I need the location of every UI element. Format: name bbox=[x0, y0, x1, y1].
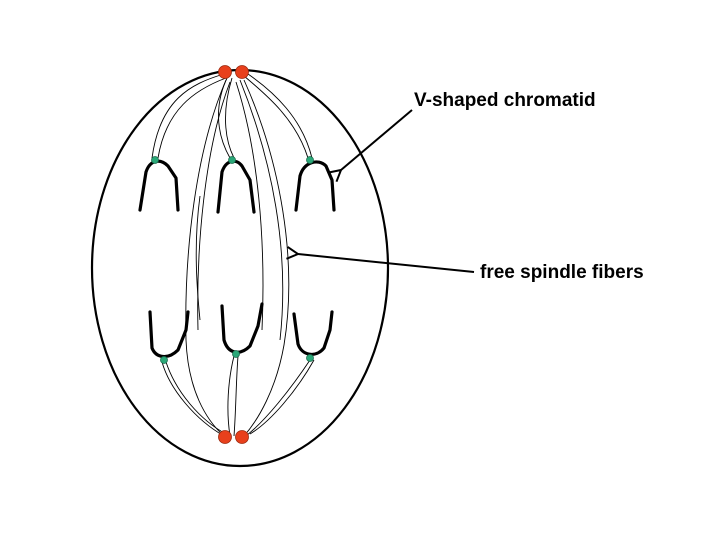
centriole-bottom-right bbox=[235, 430, 249, 444]
cell-outline bbox=[90, 68, 390, 468]
top-chromatids bbox=[138, 159, 336, 214]
centromere-top-left bbox=[151, 156, 159, 164]
centromere-bottom-middle bbox=[232, 350, 240, 358]
chromatid-top-left bbox=[138, 159, 180, 212]
chromatid-bottom-middle bbox=[220, 302, 264, 354]
annotation-arrows bbox=[298, 109, 475, 273]
chromatid-bottom-left bbox=[148, 310, 190, 359]
centromeres bbox=[151, 156, 314, 364]
chromatid-arrow bbox=[341, 109, 413, 170]
spindle-fibers-arrow bbox=[298, 254, 475, 273]
chromatid-top-right bbox=[294, 160, 336, 212]
spindle-fibers bbox=[151, 73, 315, 437]
chromatid-bottom-right bbox=[292, 310, 334, 356]
centrioles bbox=[218, 65, 249, 444]
centromere-top-middle bbox=[228, 156, 236, 164]
centriole-top-left bbox=[218, 65, 232, 79]
centromere-bottom-left bbox=[160, 356, 168, 364]
centriole-bottom-left bbox=[218, 430, 232, 444]
chromatid-top-middle bbox=[216, 159, 256, 214]
bottom-chromatids bbox=[148, 302, 334, 359]
centromere-top-right bbox=[306, 156, 314, 164]
centromere-bottom-right bbox=[306, 354, 314, 362]
centriole-top-right bbox=[235, 65, 249, 79]
chromatid-label: V-shaped chromatid bbox=[414, 90, 596, 111]
spindle-fibers-label: free spindle fibers bbox=[480, 262, 644, 283]
